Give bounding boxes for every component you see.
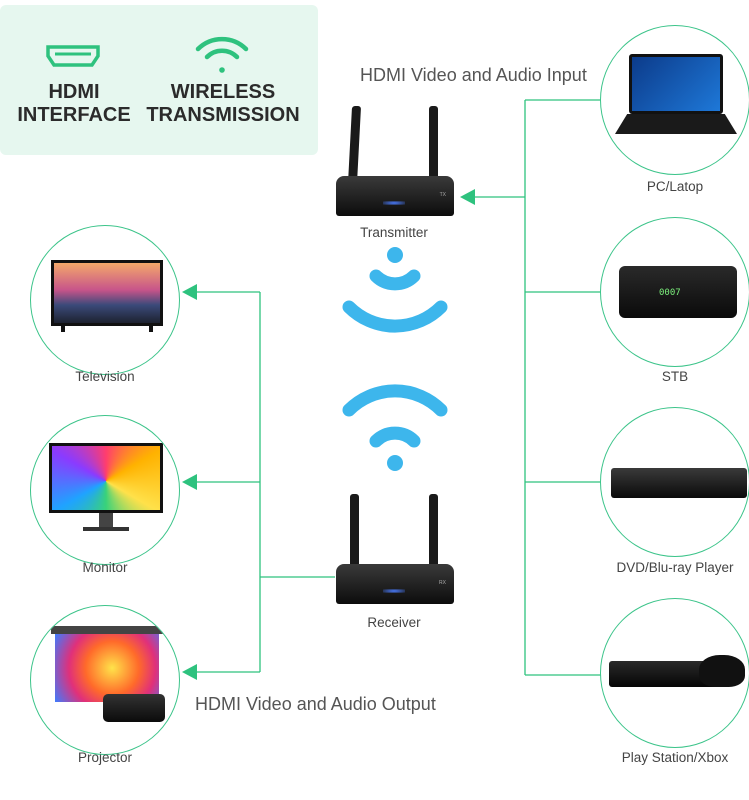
dvd-player-image	[611, 468, 747, 498]
television-image	[51, 260, 163, 326]
wifi-receive-icon	[342, 384, 448, 471]
wifi-icon	[195, 36, 249, 73]
stb-label: STB	[661, 369, 689, 384]
projector-label: Projector	[77, 750, 133, 765]
arrow-to-television	[182, 284, 197, 300]
stb-image: 0007	[619, 266, 737, 318]
antenna	[350, 494, 359, 572]
arrow-to-projector	[182, 664, 197, 680]
input-title: HDMI Video and Audio Input	[360, 65, 587, 85]
arrow-to-transmitter	[460, 189, 475, 205]
dvd-circle	[600, 407, 749, 557]
monitor-image	[49, 443, 163, 513]
hdmi-icon	[46, 45, 100, 67]
feature-wireless-line1: WIRELESS	[170, 81, 276, 103]
router-body: TX	[336, 176, 454, 216]
pc-label: PC/Latop	[646, 179, 704, 194]
antenna	[347, 106, 362, 184]
controller-image	[699, 655, 745, 687]
stb-circle: 0007	[600, 217, 749, 367]
television-label: Television	[75, 369, 135, 384]
laptop-image	[629, 54, 723, 114]
feature-hdmi-line2: INTERFACE	[17, 104, 131, 126]
projector-image	[103, 694, 165, 722]
pc-circle	[600, 25, 749, 175]
transmitter-device: TX	[336, 106, 454, 218]
dvd-label: DVD/Blu-ray Player	[616, 560, 734, 575]
wifi-transmit-icon	[342, 247, 448, 333]
router-body: RX	[336, 564, 454, 604]
feature-wireless-line2: TRANSMISSION	[146, 104, 300, 126]
projector-screen-image	[55, 634, 159, 702]
antenna	[429, 106, 438, 184]
receiver-label: Receiver	[367, 615, 421, 630]
features-panel	[0, 5, 318, 155]
feature-hdmi-line1: HDMI	[48, 81, 100, 103]
monitor-circle	[30, 415, 180, 565]
console-label: Play Station/Xbox	[621, 750, 729, 765]
receiver-device: RX	[336, 494, 454, 606]
stb-display: 0007	[659, 288, 681, 298]
rx-badge: RX	[439, 580, 446, 586]
transmitter-label: Transmitter	[360, 225, 428, 240]
television-circle	[30, 225, 180, 375]
output-title: HDMI Video and Audio Output	[195, 694, 436, 714]
console-circle	[600, 598, 749, 748]
projector-circle	[30, 605, 180, 755]
tx-badge: TX	[439, 192, 446, 198]
arrow-to-monitor	[182, 474, 197, 490]
antenna	[429, 494, 438, 572]
monitor-label: Monitor	[82, 560, 128, 575]
